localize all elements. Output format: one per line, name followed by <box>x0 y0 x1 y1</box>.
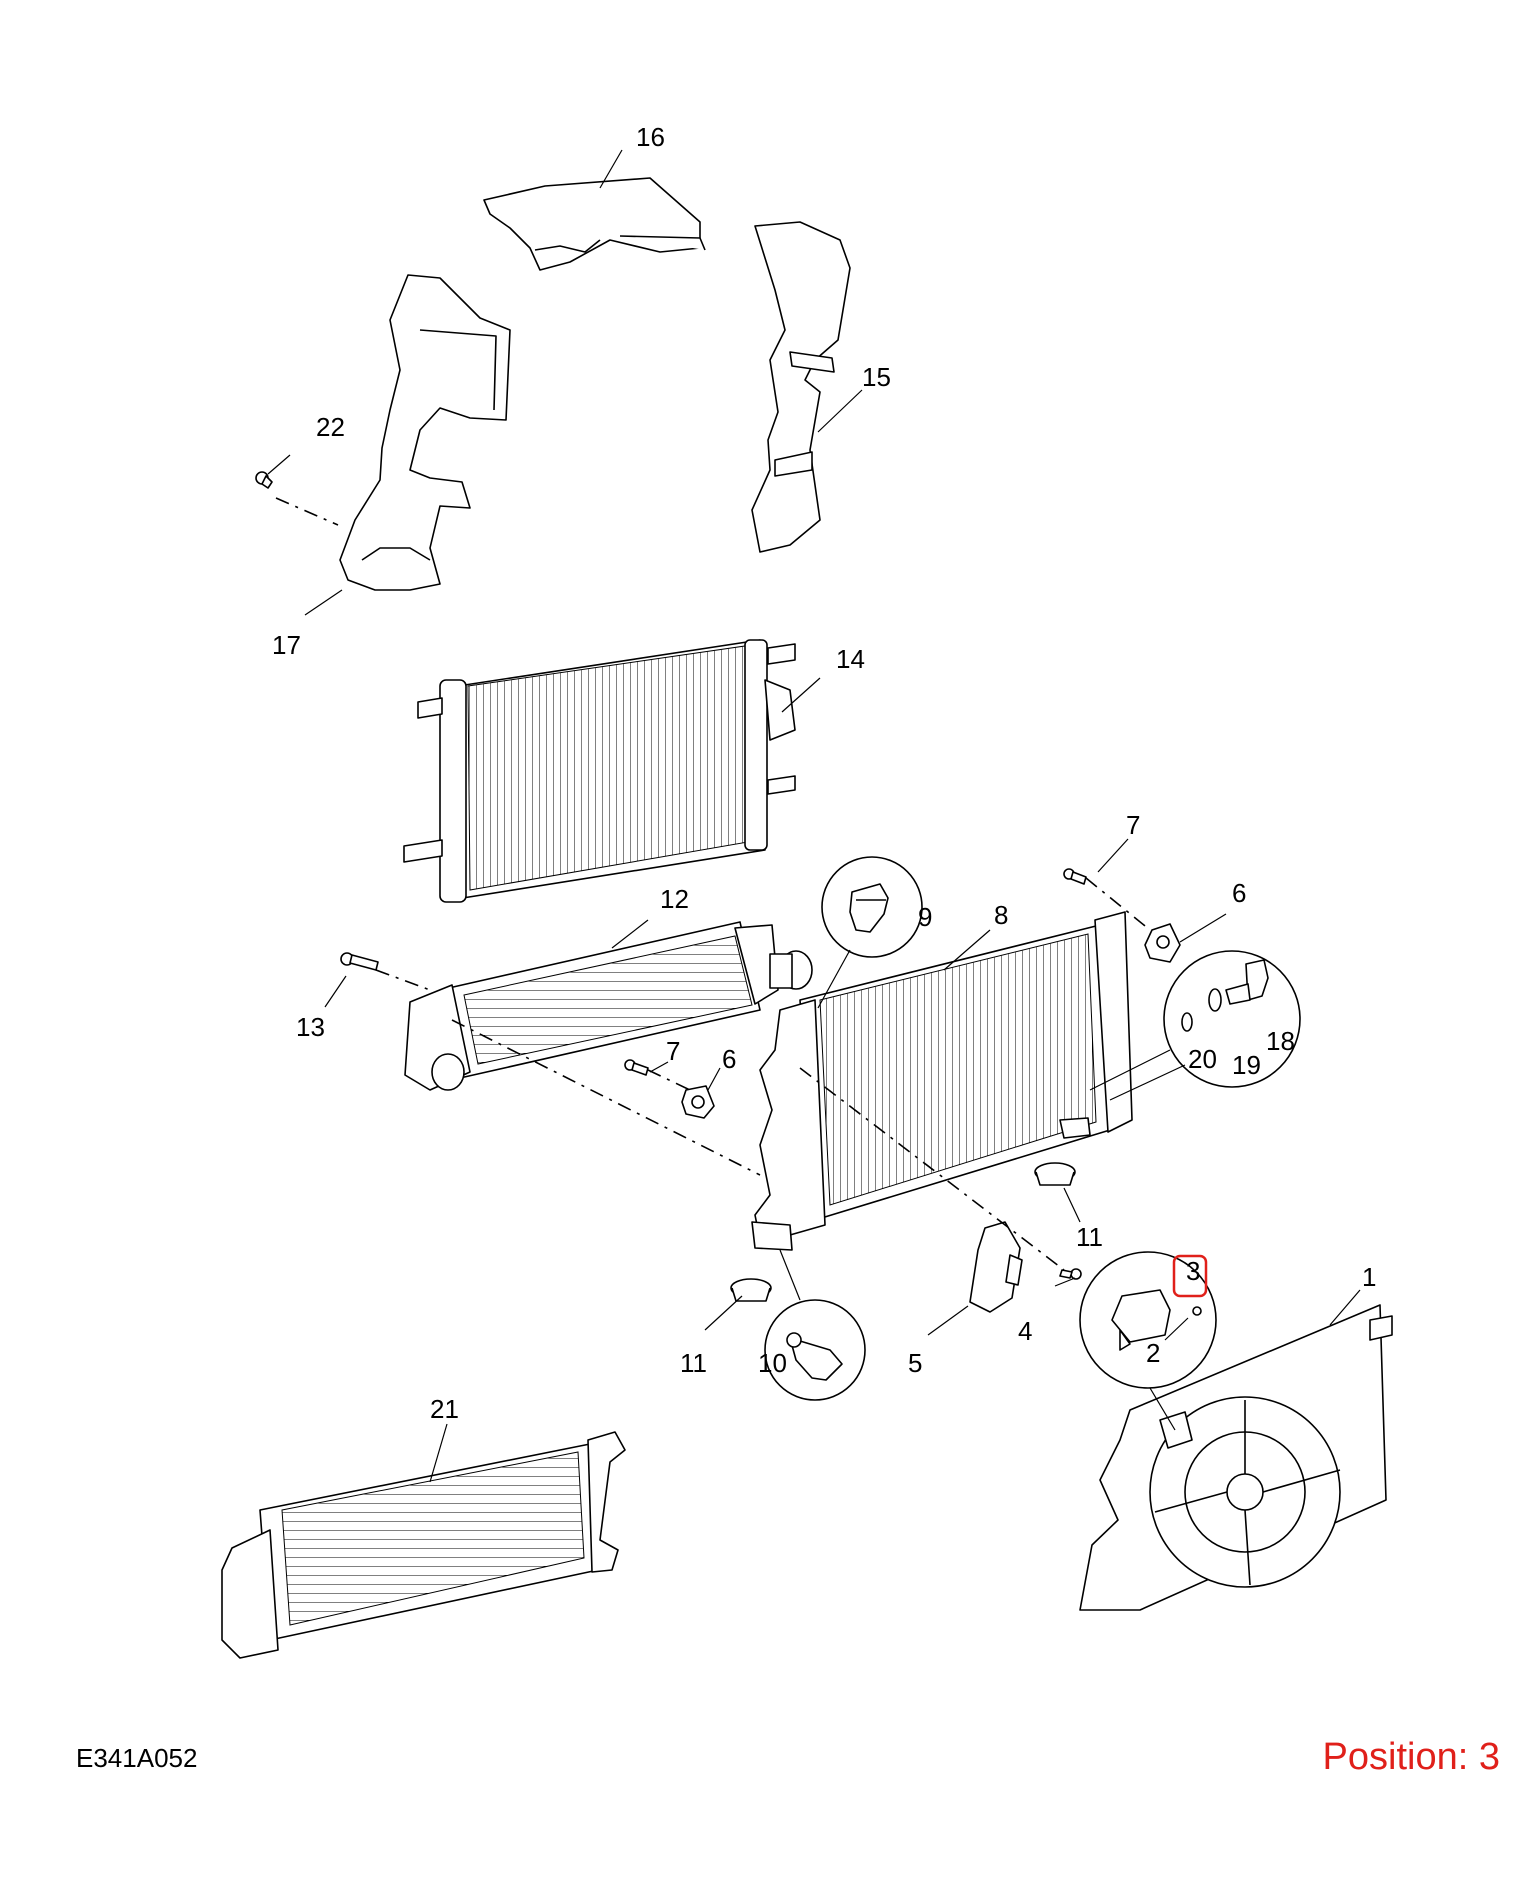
assembly-lines <box>275 497 1151 1271</box>
detail-circle-9 <box>817 856 923 1009</box>
part-14-condenser[interactable] <box>403 639 796 903</box>
callout-11-left: 11 <box>680 1348 707 1378</box>
callout-7-upper: 7 <box>1126 810 1140 840</box>
callout-labels: 16 15 22 17 14 12 13 9 8 7 6 18 19 20 7 … <box>272 122 1376 1424</box>
callout-11-right: 11 <box>1076 1222 1103 1252</box>
callout-18: 18 <box>1266 1026 1295 1056</box>
part-15-right-deflector[interactable] <box>751 221 851 553</box>
part-21-transmission-cooler[interactable] <box>221 1431 626 1659</box>
callout-7-center: 7 <box>666 1036 680 1066</box>
callout-1: 1 <box>1362 1262 1376 1292</box>
callout-6-center: 6 <box>722 1044 736 1074</box>
callout-21: 21 <box>430 1394 459 1424</box>
callout-2: 2 <box>1146 1338 1160 1368</box>
callout-6-upper: 6 <box>1232 878 1246 908</box>
part-6-mount-upper[interactable] <box>1144 923 1181 963</box>
callout-19: 19 <box>1232 1050 1261 1080</box>
position-label: Position: 3 <box>1322 1736 1500 1778</box>
callout-17: 17 <box>272 630 301 660</box>
callout-3: 3 <box>1186 1256 1200 1286</box>
part-16-upper-deflector[interactable] <box>483 177 706 271</box>
part-11-grommet-right[interactable] <box>1034 1162 1076 1186</box>
part-17-left-deflector[interactable] <box>339 274 511 591</box>
part-1-fan-shroud[interactable] <box>1079 1304 1393 1611</box>
callout-9: 9 <box>918 902 932 932</box>
part-7-screw-center[interactable] <box>624 1059 649 1076</box>
part-5-air-guide[interactable] <box>969 1221 1023 1313</box>
diagram-code: E341A052 <box>76 1743 198 1773</box>
part-12-intercooler[interactable] <box>404 921 813 1091</box>
callout-10: 10 <box>758 1348 787 1378</box>
part-22-screw[interactable] <box>255 471 273 489</box>
callout-12: 12 <box>660 884 689 914</box>
callout-13: 13 <box>296 1012 325 1042</box>
part-6-mount-center[interactable] <box>681 1085 715 1119</box>
part-7-screw-upper[interactable] <box>1063 868 1087 885</box>
callout-4: 4 <box>1018 1316 1032 1346</box>
callout-22: 22 <box>316 412 345 442</box>
part-8-radiator[interactable] <box>751 911 1133 1251</box>
part-13-bolt[interactable] <box>340 952 379 971</box>
callout-20: 20 <box>1188 1044 1217 1074</box>
detail-circle-10 <box>764 1249 866 1401</box>
callout-16: 16 <box>636 122 665 152</box>
callout-15: 15 <box>862 362 891 392</box>
detail-circle-18-19-20 <box>1089 950 1301 1101</box>
callout-8: 8 <box>994 900 1008 930</box>
callout-14: 14 <box>836 644 865 674</box>
part-4-screw[interactable] <box>1059 1268 1082 1280</box>
leader-lines <box>267 149 1361 1483</box>
highlight-box-callout-3 <box>1172 1254 1208 1298</box>
part-11-grommet-left[interactable] <box>730 1278 772 1302</box>
detail-circle-2-3 <box>1079 1251 1217 1431</box>
callout-5: 5 <box>908 1348 922 1378</box>
